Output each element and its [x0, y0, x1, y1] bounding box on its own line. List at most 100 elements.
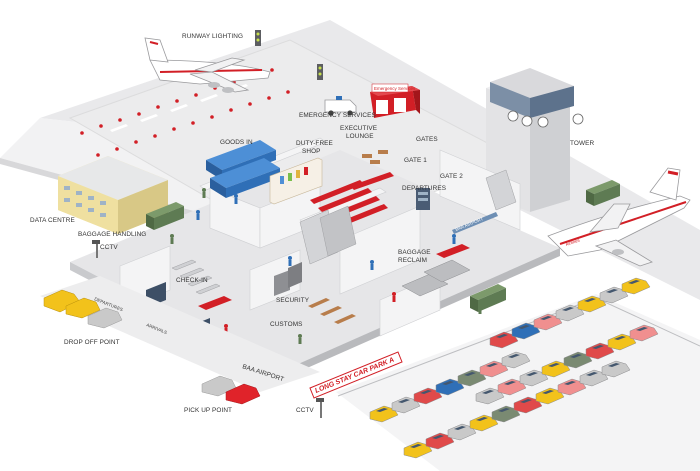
parked-car [579, 369, 609, 387]
duty-free-shop [269, 157, 323, 205]
parked-car-window [562, 307, 574, 311]
parked-car [557, 378, 587, 396]
parked-car [535, 387, 565, 405]
plane-takeoff [144, 37, 271, 93]
baggage-reclaim-carousel [401, 244, 471, 297]
parked-car-window [442, 381, 454, 385]
parked-car-window [520, 399, 532, 403]
parked-car-window [496, 334, 508, 338]
label-plane-livery: Airlines [565, 237, 581, 247]
parked-car [497, 378, 527, 396]
label-gates: GATES [416, 136, 438, 143]
parked-car-window [508, 354, 520, 358]
parked-car-window [420, 390, 432, 394]
label-customs: CUSTOMS [270, 321, 303, 328]
parked-car-window [398, 399, 410, 403]
parked-car-window [628, 280, 640, 284]
parked-car-window [542, 390, 554, 394]
parked-car [519, 369, 549, 387]
parked-car [489, 331, 519, 349]
parked-car [413, 387, 443, 405]
parked-car [369, 405, 399, 423]
label-gate-1: GATE 1 [404, 157, 427, 164]
label-goods-in: GOODS IN [220, 139, 253, 146]
parked-car-window [526, 372, 538, 376]
label-baggage-reclaim-2: RECLAIM [398, 257, 427, 264]
long-stay-sign [309, 351, 403, 399]
drop-off-road [40, 276, 320, 392]
parked-car [555, 304, 585, 322]
check-in-desks [171, 259, 221, 295]
label-check-in: CHECK-IN [176, 277, 208, 284]
executive-lounge [362, 150, 388, 164]
cctv-camera-2 [316, 398, 324, 418]
parked-car [403, 441, 433, 459]
label-executive-lounge-2: LOUNGE [346, 133, 374, 140]
parked-car [479, 360, 509, 378]
label-data-centre: DATA CENTRE [30, 217, 75, 224]
parked-car [629, 324, 659, 342]
parked-car-window [548, 363, 560, 367]
drop-off-cars [43, 289, 261, 405]
parked-car-window [410, 444, 422, 448]
parked-car-window [584, 298, 596, 302]
reclaim-truck [470, 284, 506, 312]
label-emergency-station: Emergency Services [374, 86, 416, 91]
parked-car-window [636, 327, 648, 331]
emergency-station [370, 83, 420, 118]
parked-car [425, 432, 455, 450]
parked-car-window [586, 372, 598, 376]
parked-car [513, 396, 543, 414]
parked-car-window [540, 316, 552, 320]
parked-car-window [518, 325, 530, 329]
parked-car [541, 360, 571, 378]
parked-car-window [482, 390, 494, 394]
parked-car-window [504, 381, 516, 385]
data-centre-truck [146, 202, 184, 230]
label-tower: TOWER [570, 140, 594, 147]
label-security: SECURITY [276, 297, 310, 304]
parked-car-window [606, 289, 618, 293]
parked-car-window [592, 345, 604, 349]
baa-airport-roof-sign [452, 212, 498, 234]
departures-board [416, 188, 430, 210]
parked-car [501, 351, 531, 369]
customs-tables [308, 298, 356, 324]
parked-car [391, 396, 421, 414]
label-baggage-handling: BAGGAGE HANDLING [78, 231, 146, 238]
label-cctv-1: CCTV [100, 244, 118, 251]
parked-car-window [464, 372, 476, 376]
runway-light-mast-1 [255, 30, 261, 46]
label-duty-free-1: DUTY-FREE [296, 140, 333, 147]
label-executive-lounge-1: EXECUTIVE [340, 125, 377, 132]
label-drop-off-point: DROP OFF POINT [64, 339, 120, 346]
car-park-cars [369, 277, 659, 459]
escalator-departures [299, 205, 357, 265]
parked-car-window [498, 408, 510, 412]
parked-car-window [614, 336, 626, 340]
security-scanner [274, 262, 302, 296]
label-pick-up-point: PICK UP POINT [184, 407, 232, 414]
parked-car-window [376, 408, 388, 412]
label-runway-lighting: RUNWAY LIGHTING [182, 33, 243, 40]
parked-car [475, 387, 505, 405]
parked-car [435, 378, 465, 396]
goods-in-trucks [206, 140, 280, 198]
label-departures: DEPARTURES [402, 185, 446, 192]
data-centre-building [58, 156, 168, 234]
parked-car [621, 277, 651, 295]
parked-car [447, 423, 477, 441]
parked-car-window [608, 363, 620, 367]
parked-car [457, 369, 487, 387]
label-gate-2: GATE 2 [440, 173, 463, 180]
parked-car-window [476, 417, 488, 421]
parked-car [599, 286, 629, 304]
cctv-camera-1 [92, 240, 100, 258]
parked-car [577, 295, 607, 313]
parked-plane [547, 167, 691, 267]
runway-lights [80, 68, 290, 157]
parked-car-window [432, 435, 444, 439]
escalator-gates [485, 169, 517, 211]
runway-light-mast-2 [317, 64, 323, 80]
